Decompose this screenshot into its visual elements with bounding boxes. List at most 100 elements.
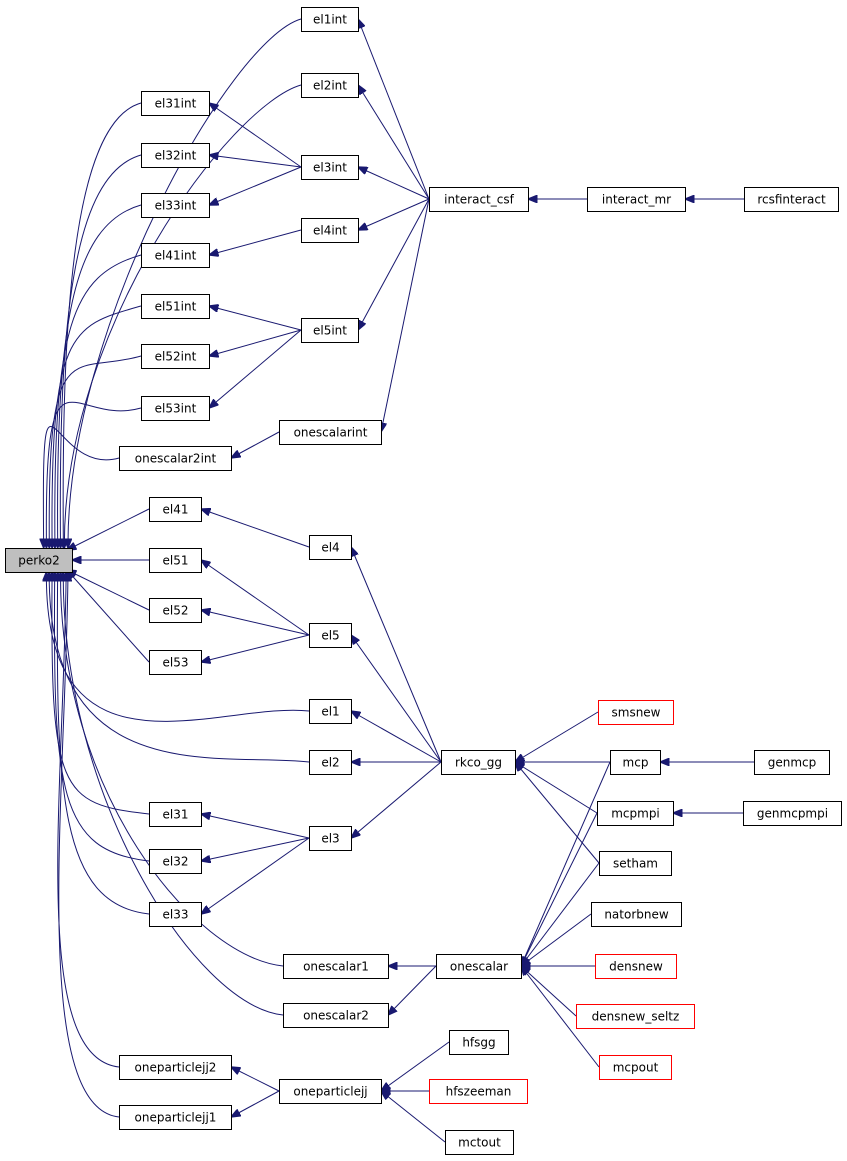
- edge-rkco_gg-to-el5: [351, 635, 442, 763]
- node-el1int[interactable]: el1int: [301, 7, 359, 32]
- edge-el41int-to-perko2: [55, 254, 142, 548]
- node-label-el41int: el41int: [155, 249, 197, 263]
- node-mcpout[interactable]: mcpout: [599, 1055, 672, 1080]
- edge-oneparticlejj-to-oneparticlejj2: [231, 1067, 280, 1092]
- node-natorbnew[interactable]: natorbnew: [591, 902, 682, 927]
- edge-mctout-to-oneparticlejj: [381, 1091, 446, 1143]
- node-el32[interactable]: el32: [149, 849, 202, 874]
- node-onescalarint[interactable]: onescalarint: [279, 420, 382, 445]
- node-box-interact_csf: [429, 187, 529, 212]
- node-densnew_seltz[interactable]: densnew_seltz: [576, 1004, 695, 1029]
- node-mctout[interactable]: mctout: [445, 1130, 514, 1155]
- edge-el1-to-perko2: [46, 572, 310, 722]
- edge-el31int-to-perko2: [63, 102, 142, 548]
- node-el32int[interactable]: el32int: [141, 143, 210, 168]
- node-genmcp[interactable]: genmcp: [754, 750, 830, 775]
- node-label-el31: el31: [163, 808, 189, 822]
- node-onescalar[interactable]: onescalar: [436, 954, 522, 979]
- node-el33int[interactable]: el33int: [141, 193, 210, 218]
- edge-el4-to-el41: [201, 509, 310, 548]
- edge-el5int-to-el51int: [209, 306, 302, 331]
- node-label-el3: el3: [321, 832, 339, 846]
- node-el2[interactable]: el2: [309, 750, 352, 775]
- node-label-el53int: el53int: [155, 402, 197, 416]
- node-box-el51int: [141, 294, 210, 319]
- edge-el33-to-perko2: [57, 572, 150, 915]
- node-el1[interactable]: el1: [309, 699, 352, 724]
- node-el31int[interactable]: el31int: [141, 91, 210, 116]
- node-hfsgg[interactable]: hfsgg: [449, 1030, 509, 1055]
- node-densnew[interactable]: densnew: [595, 954, 677, 979]
- node-box-el5int: [301, 318, 359, 343]
- edge-rkco_gg-to-el4: [351, 547, 442, 763]
- node-el5[interactable]: el5: [309, 623, 352, 648]
- node-el5int[interactable]: el5int: [301, 318, 359, 343]
- node-box-el52int: [141, 344, 210, 369]
- node-oneparticlejj[interactable]: oneparticlejj: [279, 1079, 382, 1104]
- edge-el41-to-perko2: [67, 508, 150, 550]
- node-el4[interactable]: el4: [309, 535, 352, 560]
- edge-el31-to-perko2: [52, 572, 150, 815]
- node-box-el53: [149, 650, 202, 675]
- node-el52[interactable]: el52: [149, 598, 202, 623]
- edge-el3-to-el33: [201, 837, 310, 914]
- node-box-el2: [309, 750, 352, 775]
- node-label-onescalar2: onescalar2: [303, 1009, 369, 1023]
- node-label-el1: el1: [321, 705, 339, 719]
- node-onescalar2int[interactable]: onescalar2int: [119, 446, 232, 471]
- node-label-el5: el5: [321, 629, 339, 643]
- edge-el5int-to-el52int: [209, 329, 302, 356]
- node-oneparticlejj1[interactable]: oneparticlejj1: [119, 1105, 232, 1130]
- node-box-el2int: [301, 73, 359, 98]
- node-onescalar2[interactable]: onescalar2: [283, 1003, 389, 1028]
- node-el2int[interactable]: el2int: [301, 73, 359, 98]
- edge-onescalarint-to-onescalar2int: [231, 431, 280, 458]
- node-interact_csf[interactable]: interact_csf: [429, 187, 529, 212]
- node-oneparticlejj2[interactable]: oneparticlejj2: [119, 1055, 232, 1080]
- nodes-layer: perko2el1intel2intel31intel32intel3intel…: [5, 7, 842, 1155]
- node-smsnew[interactable]: smsnew: [598, 700, 674, 725]
- node-el3int[interactable]: el3int: [301, 155, 359, 180]
- node-box-el33: [149, 902, 202, 927]
- node-el53[interactable]: el53: [149, 650, 202, 675]
- node-el4int[interactable]: el4int: [301, 218, 359, 243]
- node-box-el31int: [141, 91, 210, 116]
- node-onescalar1[interactable]: onescalar1: [283, 954, 389, 979]
- node-box-onescalar1: [283, 954, 389, 979]
- node-label-oneparticlejj2: oneparticlejj2: [135, 1061, 217, 1075]
- node-el3[interactable]: el3: [309, 826, 352, 851]
- node-el52int[interactable]: el52int: [141, 344, 210, 369]
- node-el33[interactable]: el33: [149, 902, 202, 927]
- node-mcp[interactable]: mcp: [610, 750, 661, 775]
- node-el41int[interactable]: el41int: [141, 243, 210, 268]
- node-box-onescalar2int: [119, 446, 232, 471]
- node-rkco_gg[interactable]: rkco_gg: [441, 750, 516, 775]
- edge-oneparticlejj-to-oneparticlejj1: [231, 1090, 280, 1117]
- edge-el5-to-el51: [201, 560, 310, 636]
- node-interact_mr[interactable]: interact_mr: [587, 187, 686, 212]
- node-el53int[interactable]: el53int: [141, 396, 210, 421]
- node-box-el1: [309, 699, 352, 724]
- edge-el3int-to-el31int: [209, 103, 302, 168]
- node-box-mcpmpi: [597, 801, 674, 826]
- node-el31[interactable]: el31: [149, 802, 202, 827]
- node-el51int[interactable]: el51int: [141, 294, 210, 319]
- node-box-onescalar: [436, 954, 522, 979]
- node-box-el33int: [141, 193, 210, 218]
- node-label-onescalarint: onescalarint: [294, 426, 368, 440]
- node-setham[interactable]: setham: [599, 851, 672, 876]
- node-mcpmpi[interactable]: mcpmpi: [597, 801, 674, 826]
- edge-el53int-to-perko2: [46, 401, 142, 548]
- node-genmcpmpi[interactable]: genmcpmpi: [743, 801, 842, 826]
- node-hfszeeman[interactable]: hfszeeman: [429, 1079, 528, 1104]
- edge-natorbnew-to-onescalar: [521, 913, 592, 966]
- node-el51[interactable]: el51: [149, 548, 202, 573]
- node-label-el53: el53: [163, 656, 189, 670]
- node-rcsfinteract[interactable]: rcsfinteract: [744, 187, 839, 212]
- node-label-hfszeeman: hfszeeman: [446, 1085, 512, 1099]
- edge-el53-to-perko2: [67, 570, 150, 663]
- node-label-smsnew: smsnew: [612, 706, 661, 720]
- node-label-el33int: el33int: [155, 199, 197, 213]
- node-el41[interactable]: el41: [149, 497, 202, 522]
